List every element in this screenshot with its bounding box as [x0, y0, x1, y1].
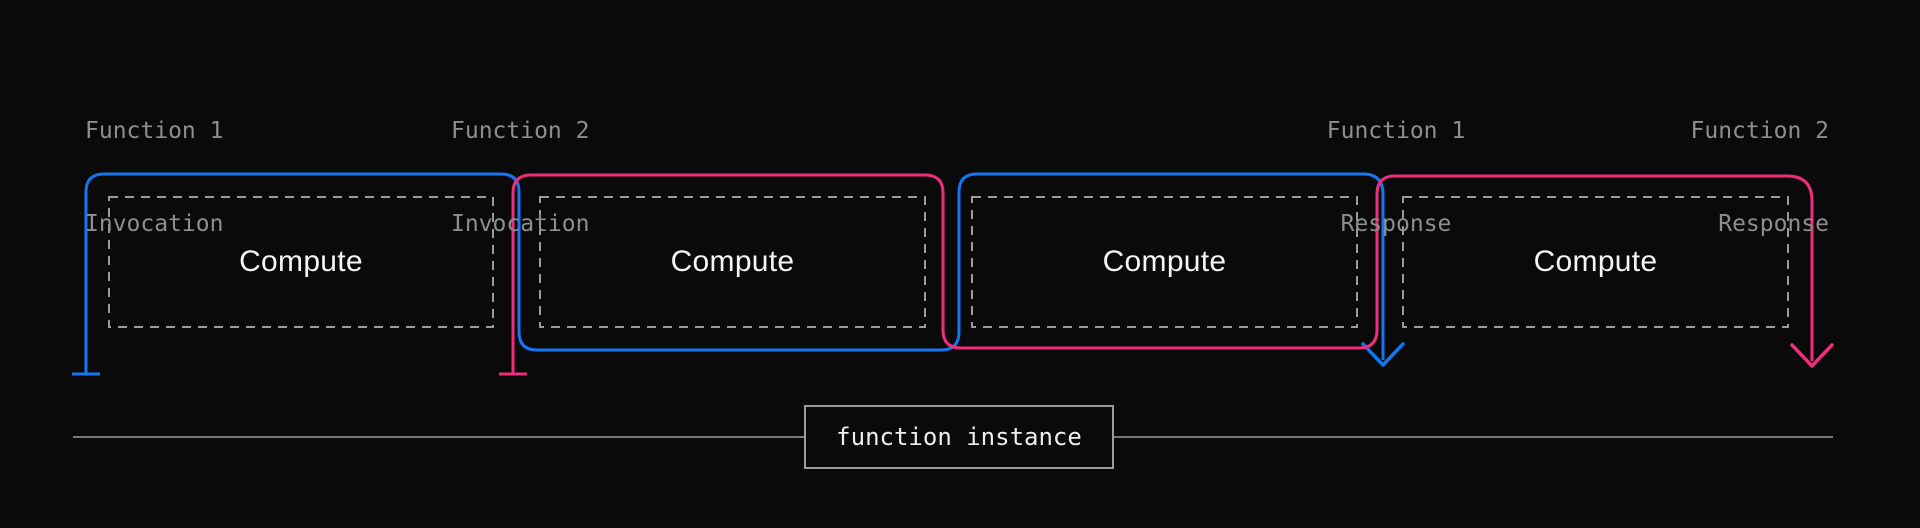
label-function2-invocation: Function 2 Invocation	[451, 54, 589, 302]
compute-box-label: Compute	[670, 245, 795, 278]
compute-box-label: Compute	[1533, 245, 1658, 278]
compute-box-outline-3	[971, 196, 1358, 328]
label-function1-invocation: Function 1 Invocation	[85, 54, 223, 302]
compute-box-outline-4	[1402, 196, 1789, 328]
compute-box-label: Compute	[1102, 245, 1227, 278]
compute-box-outline-1	[108, 196, 494, 328]
function-instance-label: function instance	[836, 423, 1082, 451]
label-line: Function 2	[451, 118, 590, 144]
compute-box: Compute	[109, 197, 493, 327]
label-line: Response	[1340, 211, 1452, 237]
label-function2-response: Function 2 Response	[1629, 54, 1829, 302]
label-line: Response	[1718, 211, 1829, 237]
label-line: Function 1	[1326, 118, 1466, 144]
function1-flow-path	[84, 172, 1385, 374]
compute-box: Compute	[1403, 197, 1788, 327]
function2-flow-path	[511, 173, 1814, 374]
compute-box-outline-2	[539, 196, 926, 328]
label-line: Invocation	[85, 211, 224, 237]
label-line: Invocation	[451, 211, 590, 237]
compute-box: Compute	[972, 197, 1357, 327]
function2-response-arrowhead-icon	[1790, 343, 1834, 368]
label-line: Function 1	[85, 118, 224, 144]
function-instance-box: function instance	[804, 405, 1114, 469]
compute-box: Compute	[540, 197, 925, 327]
label-line: Function 2	[1690, 118, 1829, 144]
compute-box-label: Compute	[239, 245, 363, 278]
function1-response-arrowhead-icon	[1361, 342, 1405, 367]
label-function1-response: Function 1 Response	[1296, 54, 1496, 302]
